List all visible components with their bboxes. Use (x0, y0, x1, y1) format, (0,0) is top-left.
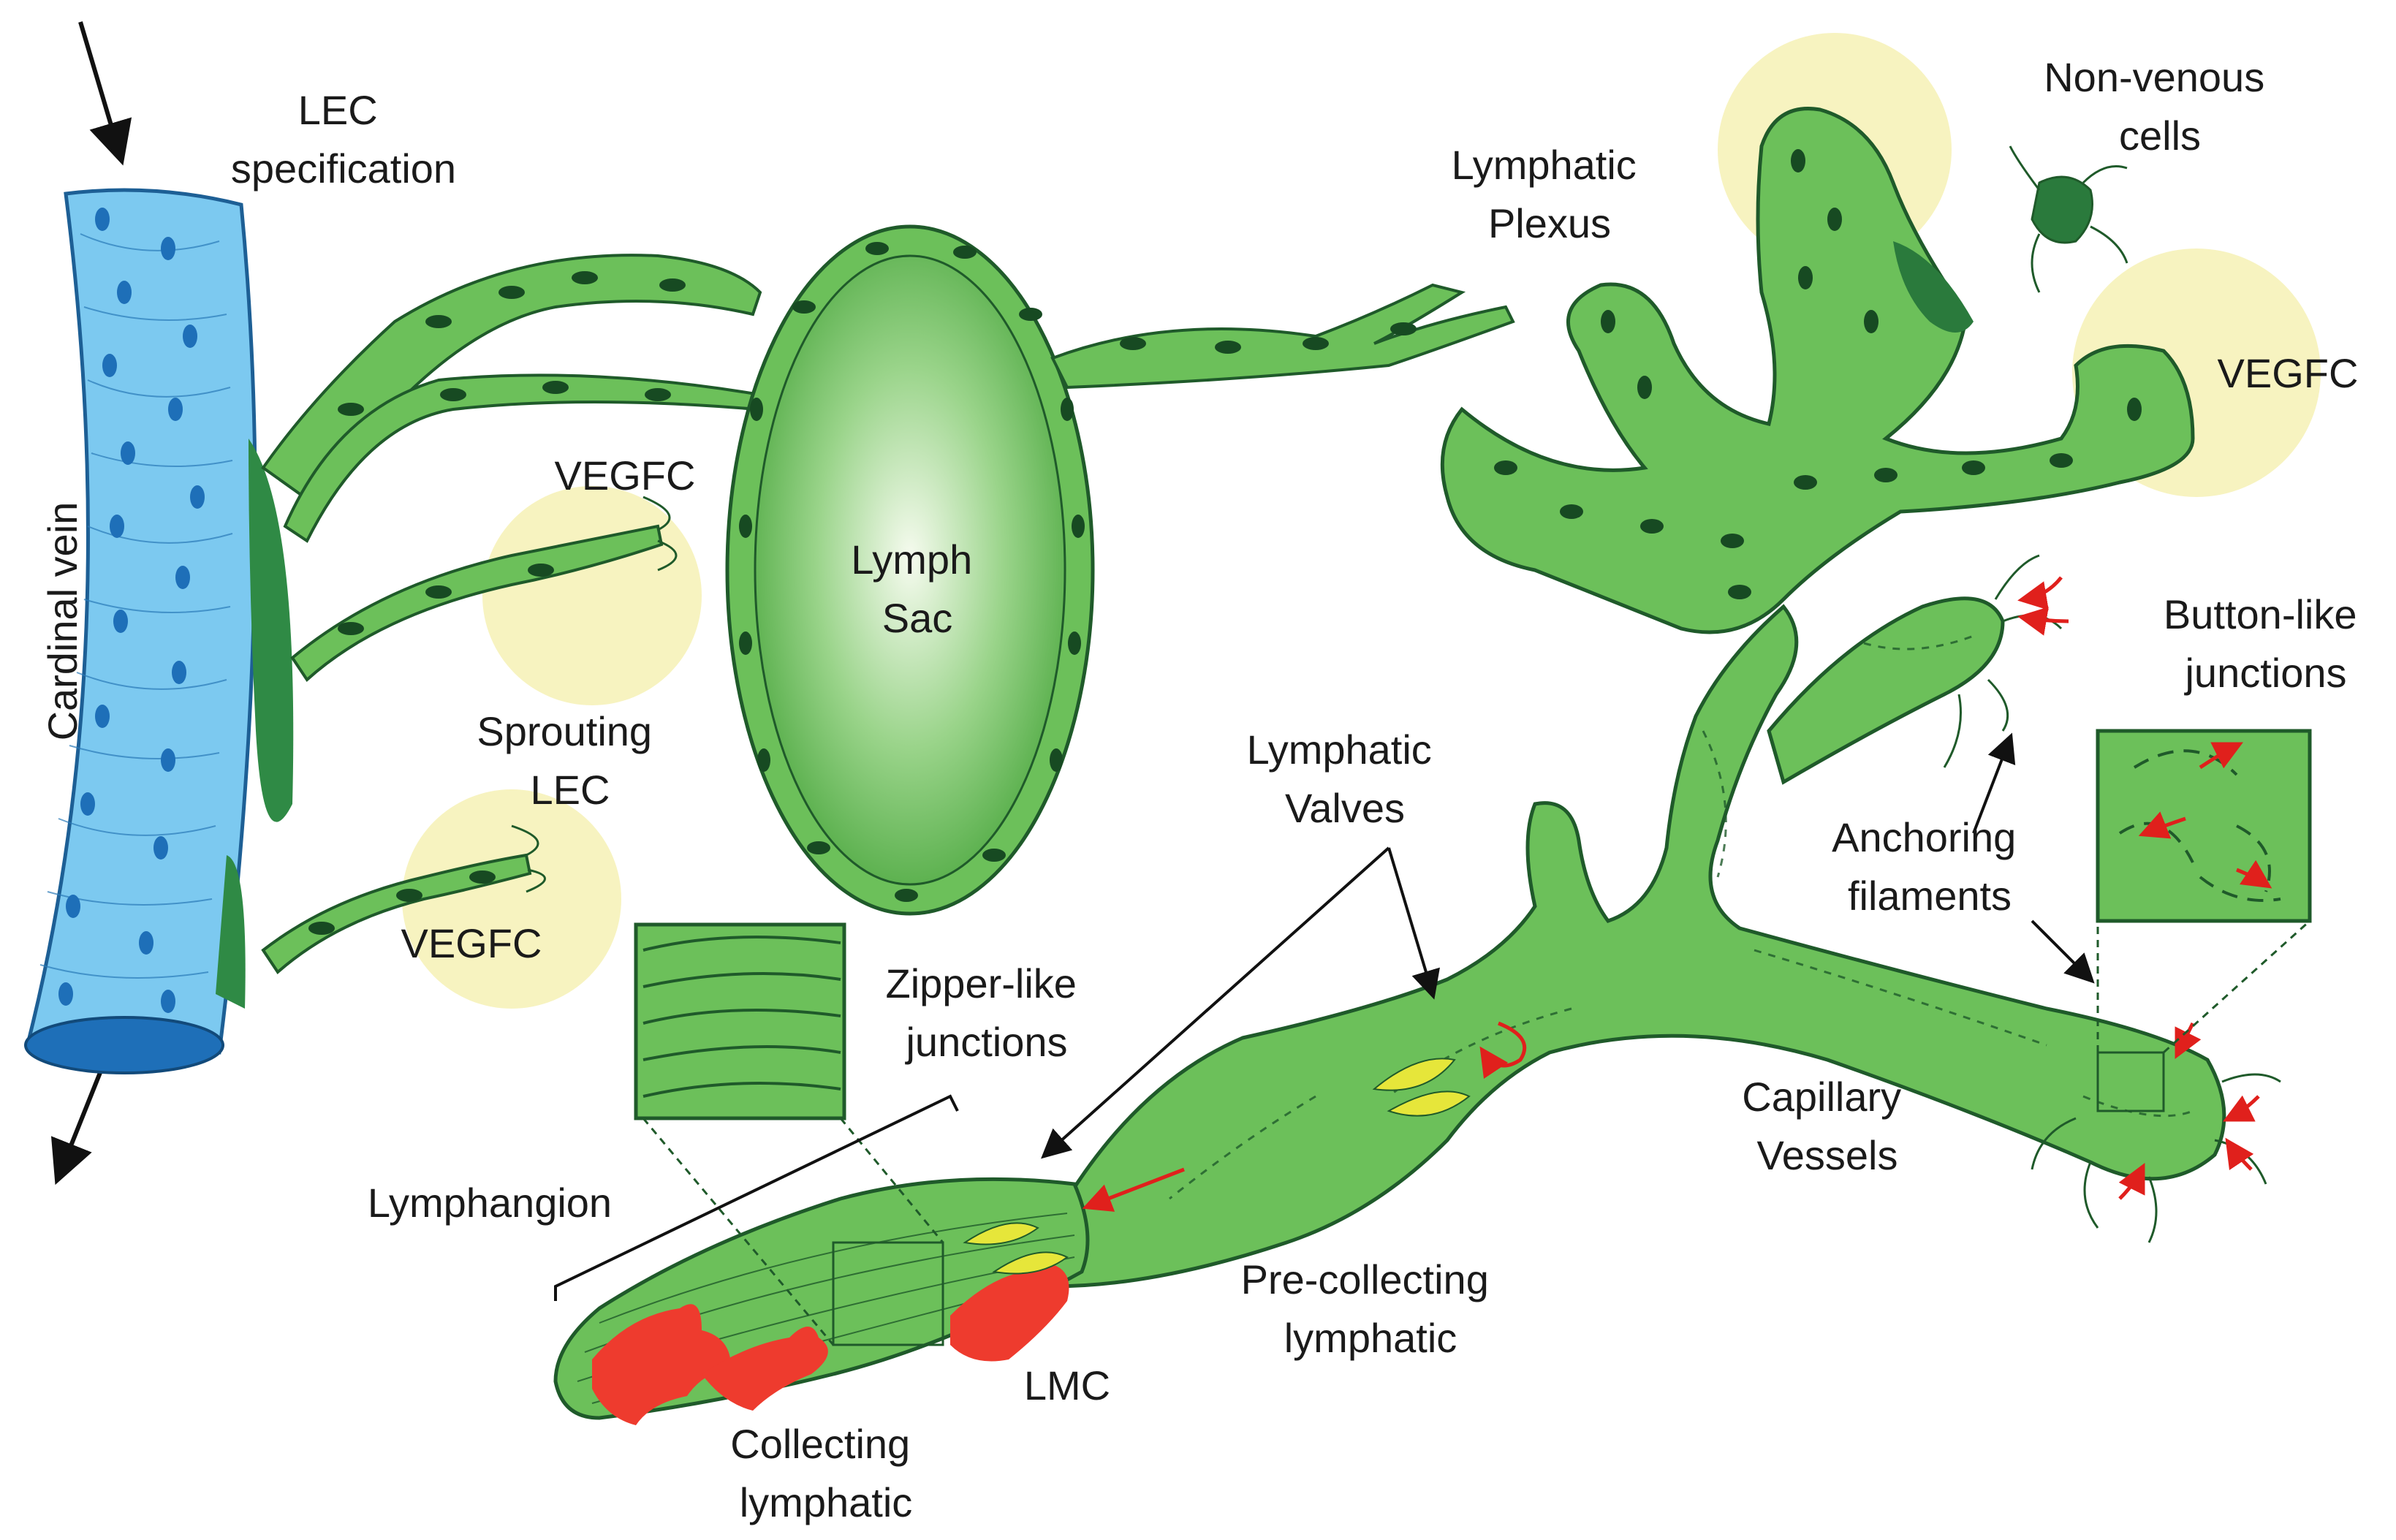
label-collecting-lymphatic: Collecting lymphatic (730, 1421, 921, 1525)
label-capillary-vessels-line1: Capillary (1742, 1074, 1901, 1120)
lymphatic-plexus (1440, 107, 2195, 634)
lmc-cells (592, 1255, 1069, 1425)
capillary-vessels (1045, 596, 2226, 1289)
inflow-arrow (78, 21, 132, 166)
sac-to-plexus-strand (1050, 283, 1515, 390)
label-lec-specification-line1: LEC (298, 87, 378, 133)
label-collecting-lymphatic-line2: lymphatic (740, 1479, 913, 1525)
label-sprouting-lec: Sprouting LEC (477, 708, 663, 813)
label-lec-specification: LEC specification (231, 87, 456, 191)
specified-lec-patch (249, 439, 294, 822)
label-lymph-sac: Lymph Sac (851, 536, 984, 641)
label-vegfc-plexus: VEGFC (2218, 350, 2359, 396)
label-non-venous-cells-line1: Non-venous (2044, 54, 2264, 100)
label-lymphatic-plexus: Lymphatic Plexus (1452, 142, 1648, 246)
label-zipper-like-junctions-line2: junctions (904, 1019, 1067, 1065)
label-lmc: LMC (1024, 1362, 1110, 1408)
zipper-junction-region (832, 1241, 944, 1346)
label-lymphangion: Lymphangion (368, 1180, 612, 1226)
button-junction-inset (2096, 729, 2312, 1054)
label-button-like-junctions: Button-like junctions (2164, 591, 2368, 696)
cardinal-vein (24, 188, 294, 1074)
valves-precollecting (1372, 1058, 1471, 1117)
label-non-venous-cells: Non-venous cells (2044, 54, 2276, 159)
lymphangion-bracket (554, 1094, 959, 1301)
label-zipper-like-junctions: Zipper-like junctions (886, 960, 1088, 1065)
label-lymph-sac-line1: Lymph (851, 536, 972, 583)
label-anchoring-filaments-line1: Anchoring (1832, 814, 2016, 860)
backflow-arrow (1479, 1021, 1527, 1080)
label-lymphatic-plexus-line2: Plexus (1488, 200, 1611, 246)
outflow-arrow (50, 1066, 105, 1186)
label-lymphatic-valves: Lymphatic Valves (1247, 727, 1444, 831)
sprout-nuclei (308, 271, 686, 935)
label-pre-collecting-lymphatic: Pre-collecting lymphatic (1241, 1256, 1501, 1361)
label-sprouting-lec-line2: LEC (531, 767, 610, 813)
vegfc-glow-sprout-bottom (402, 789, 621, 1009)
label-anchoring-filaments-line2: filaments (1848, 873, 2012, 919)
sprout-filopodia (511, 496, 678, 893)
label-pre-collecting-lymphatic-line1: Pre-collecting (1241, 1256, 1489, 1302)
label-anchoring-filaments: Anchoring filaments (1832, 814, 2028, 919)
label-lymphatic-valves-line2: Valves (1285, 785, 1405, 831)
label-lymphatic-valves-line1: Lymphatic (1247, 727, 1432, 773)
vein-opening (24, 1016, 224, 1074)
capillary-blind-end-top (1767, 596, 2005, 785)
label-lec-specification-line2: specification (231, 145, 456, 191)
label-non-venous-cells-line2: cells (2119, 113, 2201, 159)
label-lymphatic-plexus-line1: Lymphatic (1452, 142, 1637, 188)
button-junction-region (2096, 1051, 2165, 1112)
label-button-like-junctions-line2: junctions (2183, 650, 2346, 696)
label-zipper-like-junctions-line1: Zipper-like (886, 960, 1077, 1006)
label-capillary-vessels: Capillary Vessels (1742, 1074, 1912, 1178)
valves-collecting (963, 1222, 1069, 1275)
label-button-like-junctions-line1: Button-like (2164, 591, 2357, 637)
dark-plexus-cell (1893, 241, 1974, 333)
interstitial-flow-arrows (2017, 576, 2260, 1200)
label-lymph-sac-line2: Sac (882, 595, 953, 641)
label-collecting-lymphatic-line1: Collecting (730, 1421, 910, 1467)
lymph-sac (725, 224, 1095, 916)
label-vegfc-sprout-top: VEGFC (555, 452, 696, 498)
label-cardinal-vein: Cardinal vein (39, 502, 86, 741)
label-sprouting-lec-line1: Sprouting (477, 708, 652, 754)
lec-sprouts (261, 254, 762, 975)
label-vegfc-sprout-bottom: VEGFC (401, 920, 542, 966)
collecting-lymphatic (553, 1177, 1090, 1425)
label-pre-collecting-lymphatic-line2: lymphatic (1284, 1315, 1457, 1361)
pointer-lines (1041, 732, 2095, 1159)
vegfc-glows (402, 33, 2321, 1009)
non-venous-cells (2009, 145, 2128, 293)
flow-arrow (1082, 1167, 1185, 1212)
label-capillary-vessels-line2: Vessels (1757, 1132, 1898, 1178)
zipper-junction-inset (634, 922, 944, 1346)
